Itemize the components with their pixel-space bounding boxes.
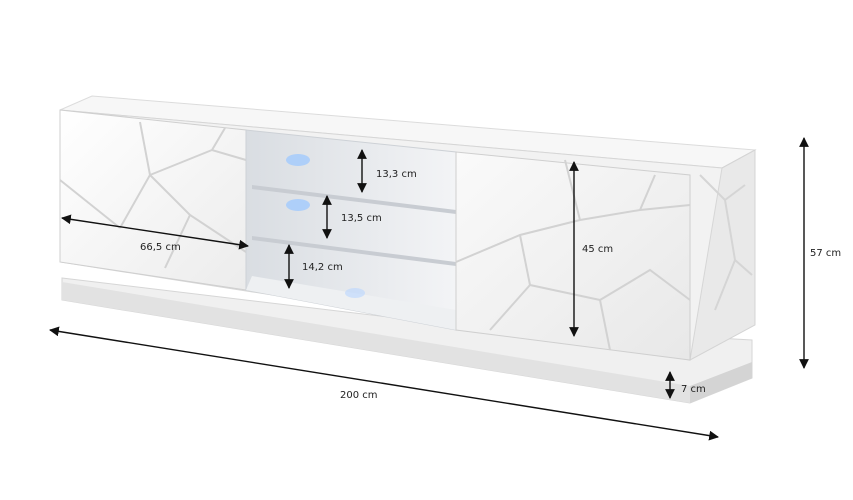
total-width-label: 200 cm [340, 390, 378, 401]
plinth-height-label: 7 cm [681, 384, 706, 395]
cabinet-height-label: 45 cm [582, 244, 613, 255]
shelf-gap-middle-label: 13,5 cm [341, 213, 382, 224]
led-light-1 [286, 154, 310, 166]
shelf-gap-bottom-label: 14,2 cm [302, 262, 343, 273]
dimension-labels: 66,5 cm 13,3 cm 13,5 cm 14,2 cm 45 cm 57… [140, 169, 841, 401]
shelf-gap-top-label: 13,3 cm [376, 169, 417, 180]
left-door [59, 109, 247, 291]
open-niche [245, 129, 457, 331]
door-width-label: 66,5 cm [140, 242, 181, 253]
total-width-arrow [49, 326, 719, 441]
total-height-label: 57 cm [810, 248, 841, 259]
door-width-arrow [61, 214, 249, 250]
led-light-2 [286, 199, 310, 211]
led-light-3 [345, 288, 365, 298]
dimension-arrows [49, 137, 809, 441]
